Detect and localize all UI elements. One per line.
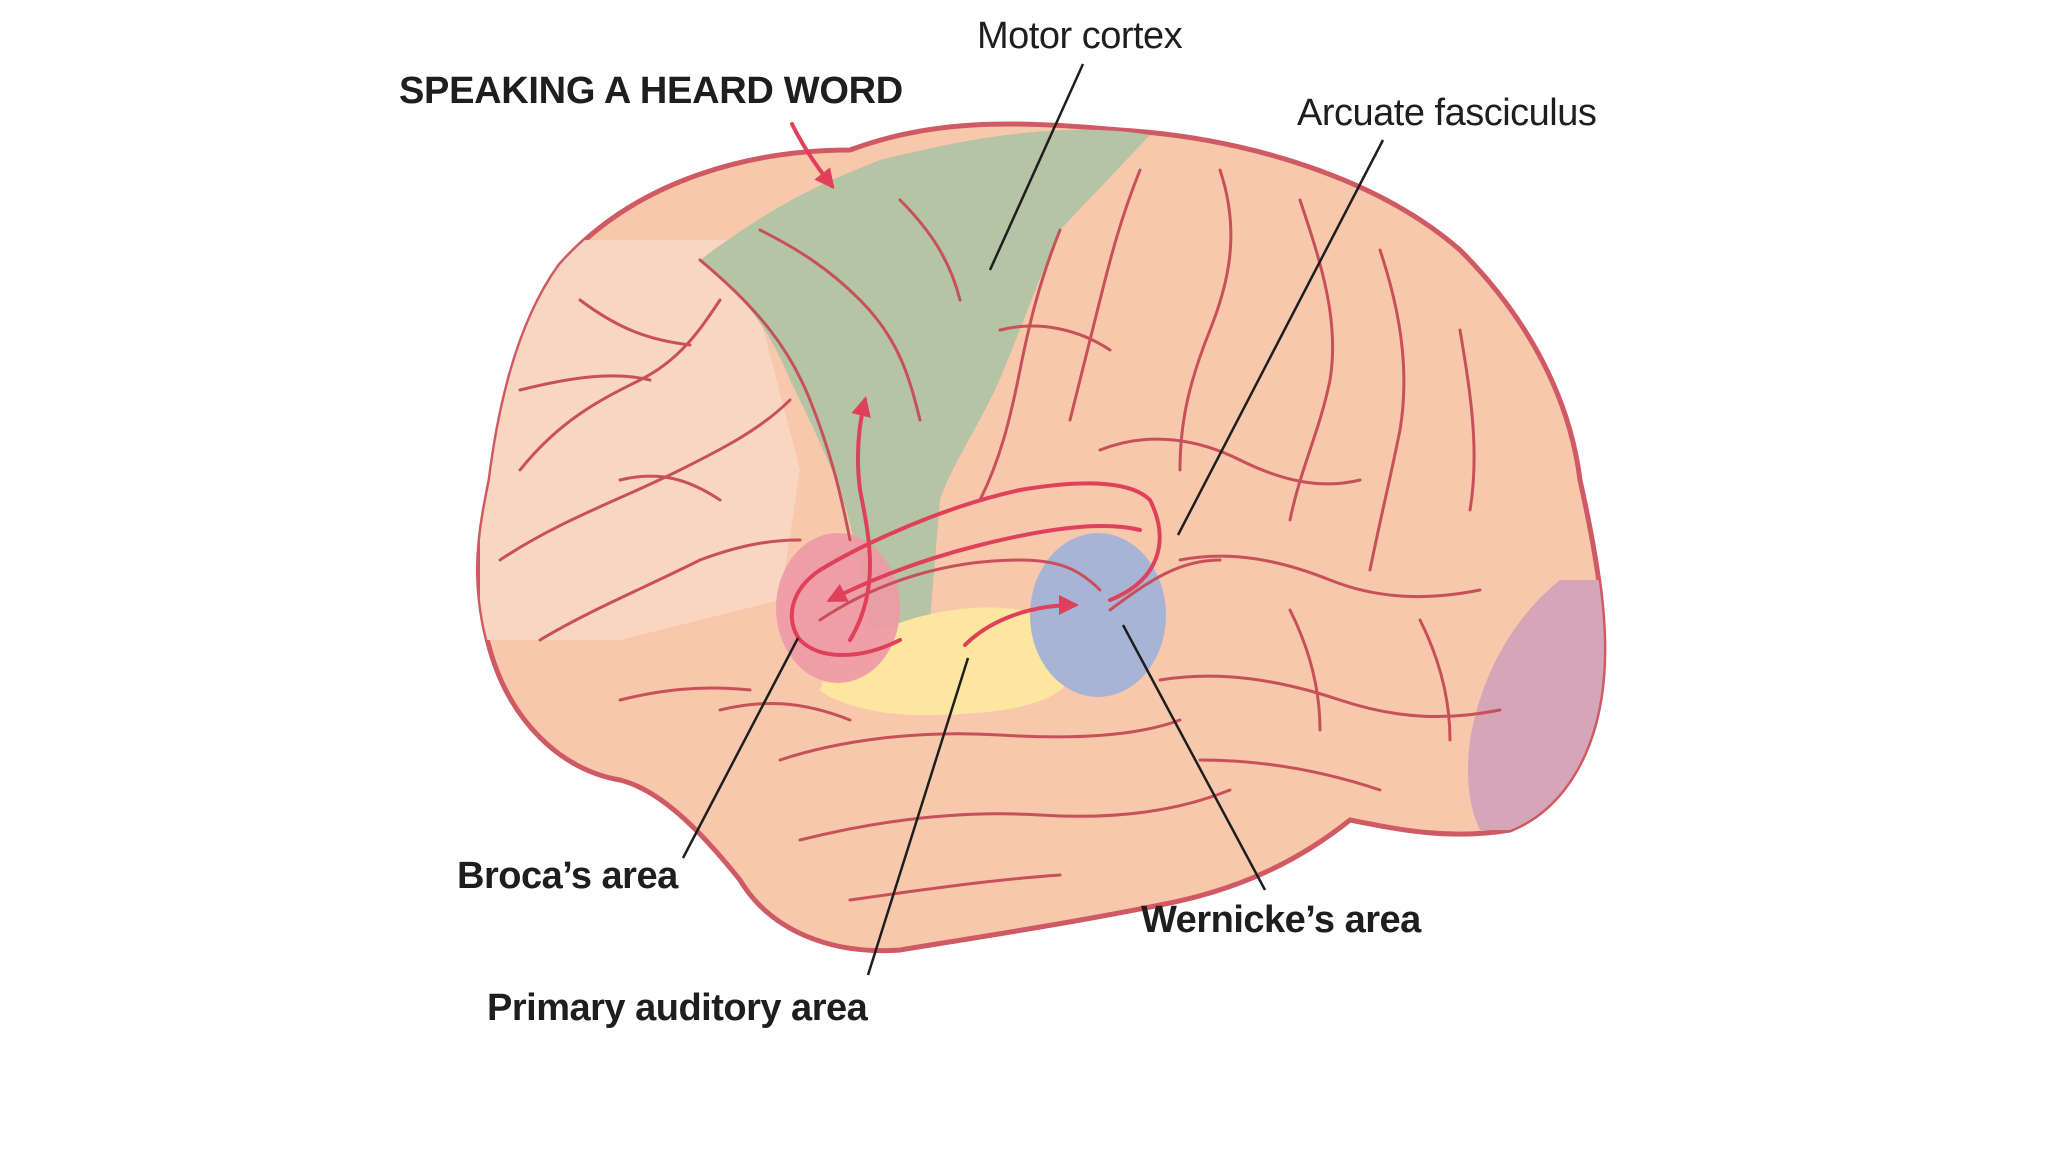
diagram-title: SPEAKING A HEARD WORD bbox=[399, 72, 903, 110]
motor-cortex-label: Motor cortex bbox=[977, 17, 1182, 55]
arcuate-fasciculus-label: Arcuate fasciculus bbox=[1297, 94, 1596, 132]
wernickes-area-label: Wernicke’s area bbox=[1141, 901, 1421, 939]
wernickes-area-region bbox=[1030, 533, 1166, 697]
brocas-area-label: Broca’s area bbox=[457, 857, 678, 895]
primary-auditory-area-label: Primary auditory area bbox=[487, 989, 867, 1027]
